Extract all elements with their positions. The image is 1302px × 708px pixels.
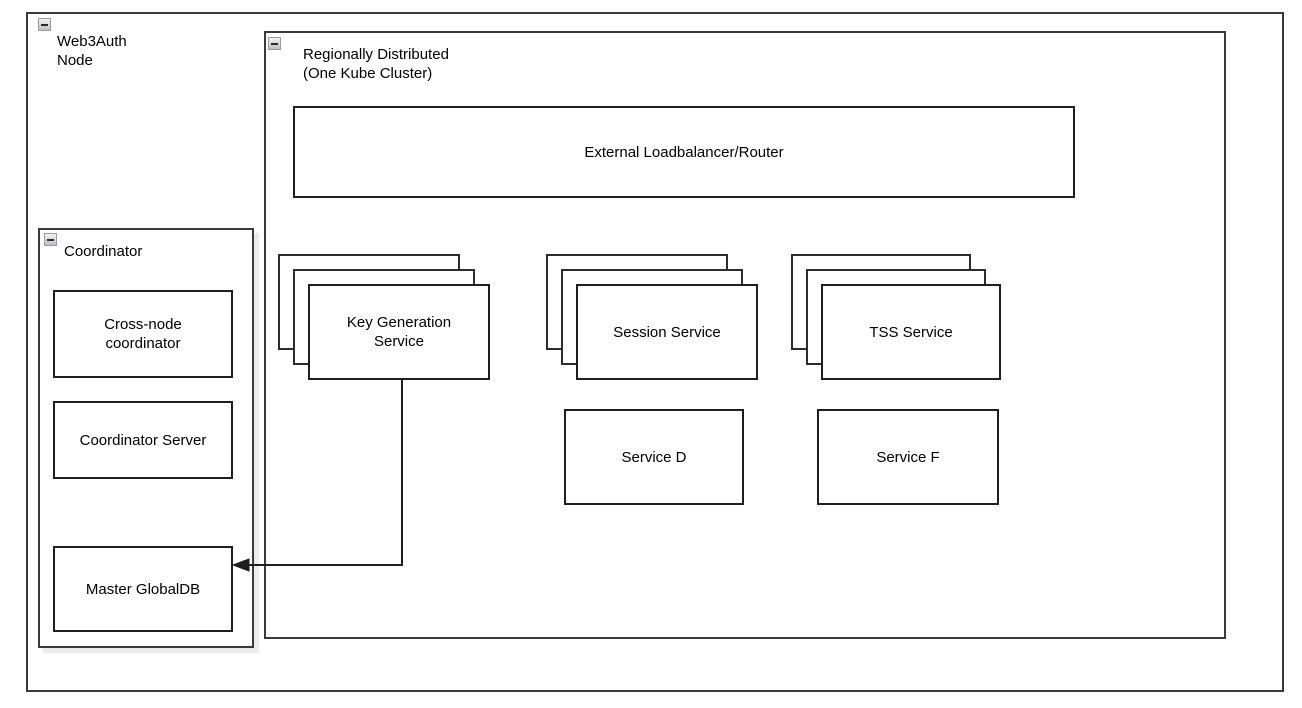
- collapse-minus-icon-web3auth-node[interactable]: [38, 18, 51, 31]
- group-label-kube-cluster: Regionally Distributed (One Kube Cluster…: [303, 46, 449, 82]
- node-master-globaldb[interactable]: Master GlobalDB: [53, 546, 233, 632]
- node-cross-node-coordinator[interactable]: Cross-node coordinator: [53, 290, 233, 378]
- node-key-generation-service[interactable]: Key Generation Service: [308, 284, 490, 380]
- node-coordinator-server[interactable]: Coordinator Server: [53, 401, 233, 479]
- node-tss-service[interactable]: TSS Service: [821, 284, 1001, 380]
- group-label-web3auth-node: Web3Auth Node: [57, 33, 127, 69]
- group-label-coordinator: Coordinator: [64, 243, 143, 260]
- stack-tss-service[interactable]: TSS Service: [791, 254, 1001, 380]
- node-service-d[interactable]: Service D: [564, 409, 744, 505]
- node-session-service[interactable]: Session Service: [576, 284, 758, 380]
- stack-key-generation-service[interactable]: Key Generation Service: [278, 254, 490, 380]
- collapse-minus-icon-coordinator[interactable]: [44, 233, 57, 246]
- stack-session-service[interactable]: Session Service: [546, 254, 758, 380]
- collapse-minus-icon-kube-cluster[interactable]: [268, 37, 281, 50]
- node-external-loadbalancer[interactable]: External Loadbalancer/Router: [293, 106, 1075, 198]
- node-service-f[interactable]: Service F: [817, 409, 999, 505]
